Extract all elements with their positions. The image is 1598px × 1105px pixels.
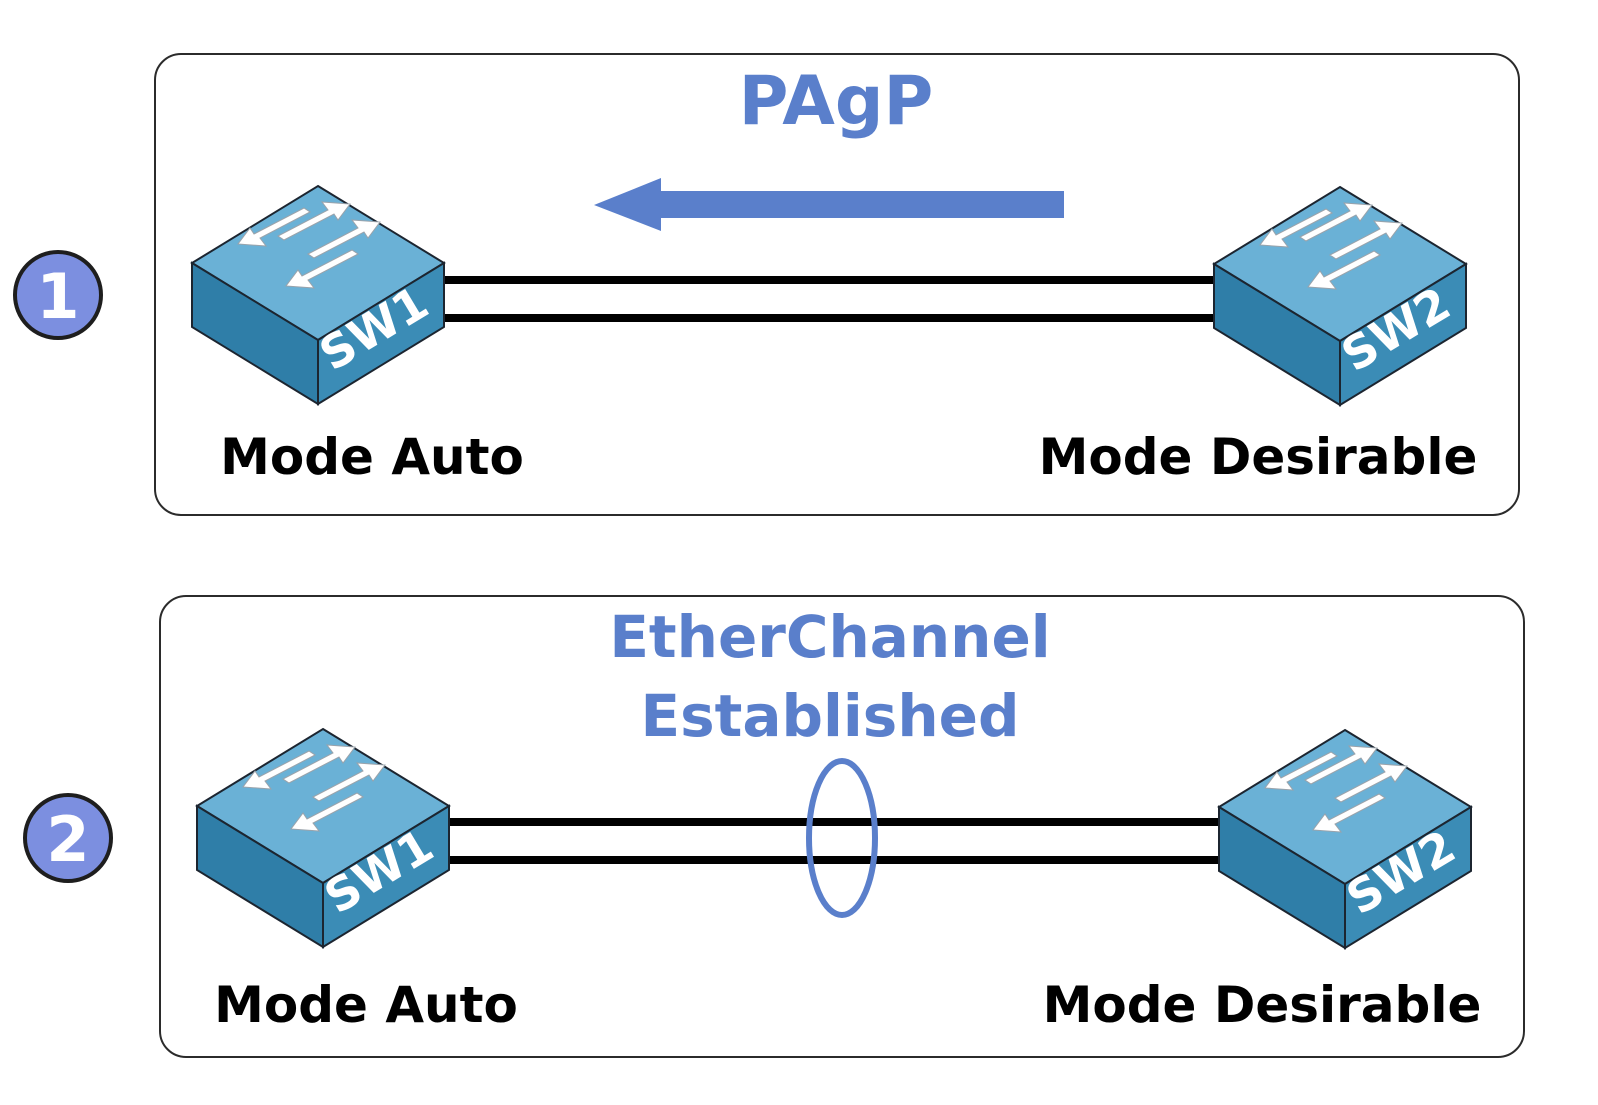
step-badge: 2 <box>23 793 113 883</box>
link-cables <box>438 276 1220 322</box>
panel-title-line2: Established <box>641 682 1020 750</box>
mode-label-right: Mode Desirable <box>1039 428 1478 486</box>
panel-frame <box>159 595 1525 1058</box>
panel-step-2: 2 EtherChannel Established SW1 SW2 Mode … <box>23 595 1525 1058</box>
link-cables <box>443 818 1224 864</box>
step-number: 2 <box>46 803 89 876</box>
panel-step-1: 1 PAgP SW1 SW2 Mode Auto Mode Desirable <box>13 53 1520 516</box>
panel-frame <box>154 53 1520 516</box>
mode-label-left: Mode Auto <box>220 428 524 486</box>
step-number: 1 <box>36 260 79 333</box>
step-badge: 1 <box>13 250 103 340</box>
arrow-left-icon <box>594 178 1064 231</box>
mode-label-left: Mode Auto <box>214 976 518 1034</box>
panel-title: PAgP <box>739 62 934 141</box>
panel-title-line1: EtherChannel <box>609 603 1050 671</box>
mode-label-right: Mode Desirable <box>1043 976 1482 1034</box>
bundle-ellipse-icon <box>806 758 878 918</box>
